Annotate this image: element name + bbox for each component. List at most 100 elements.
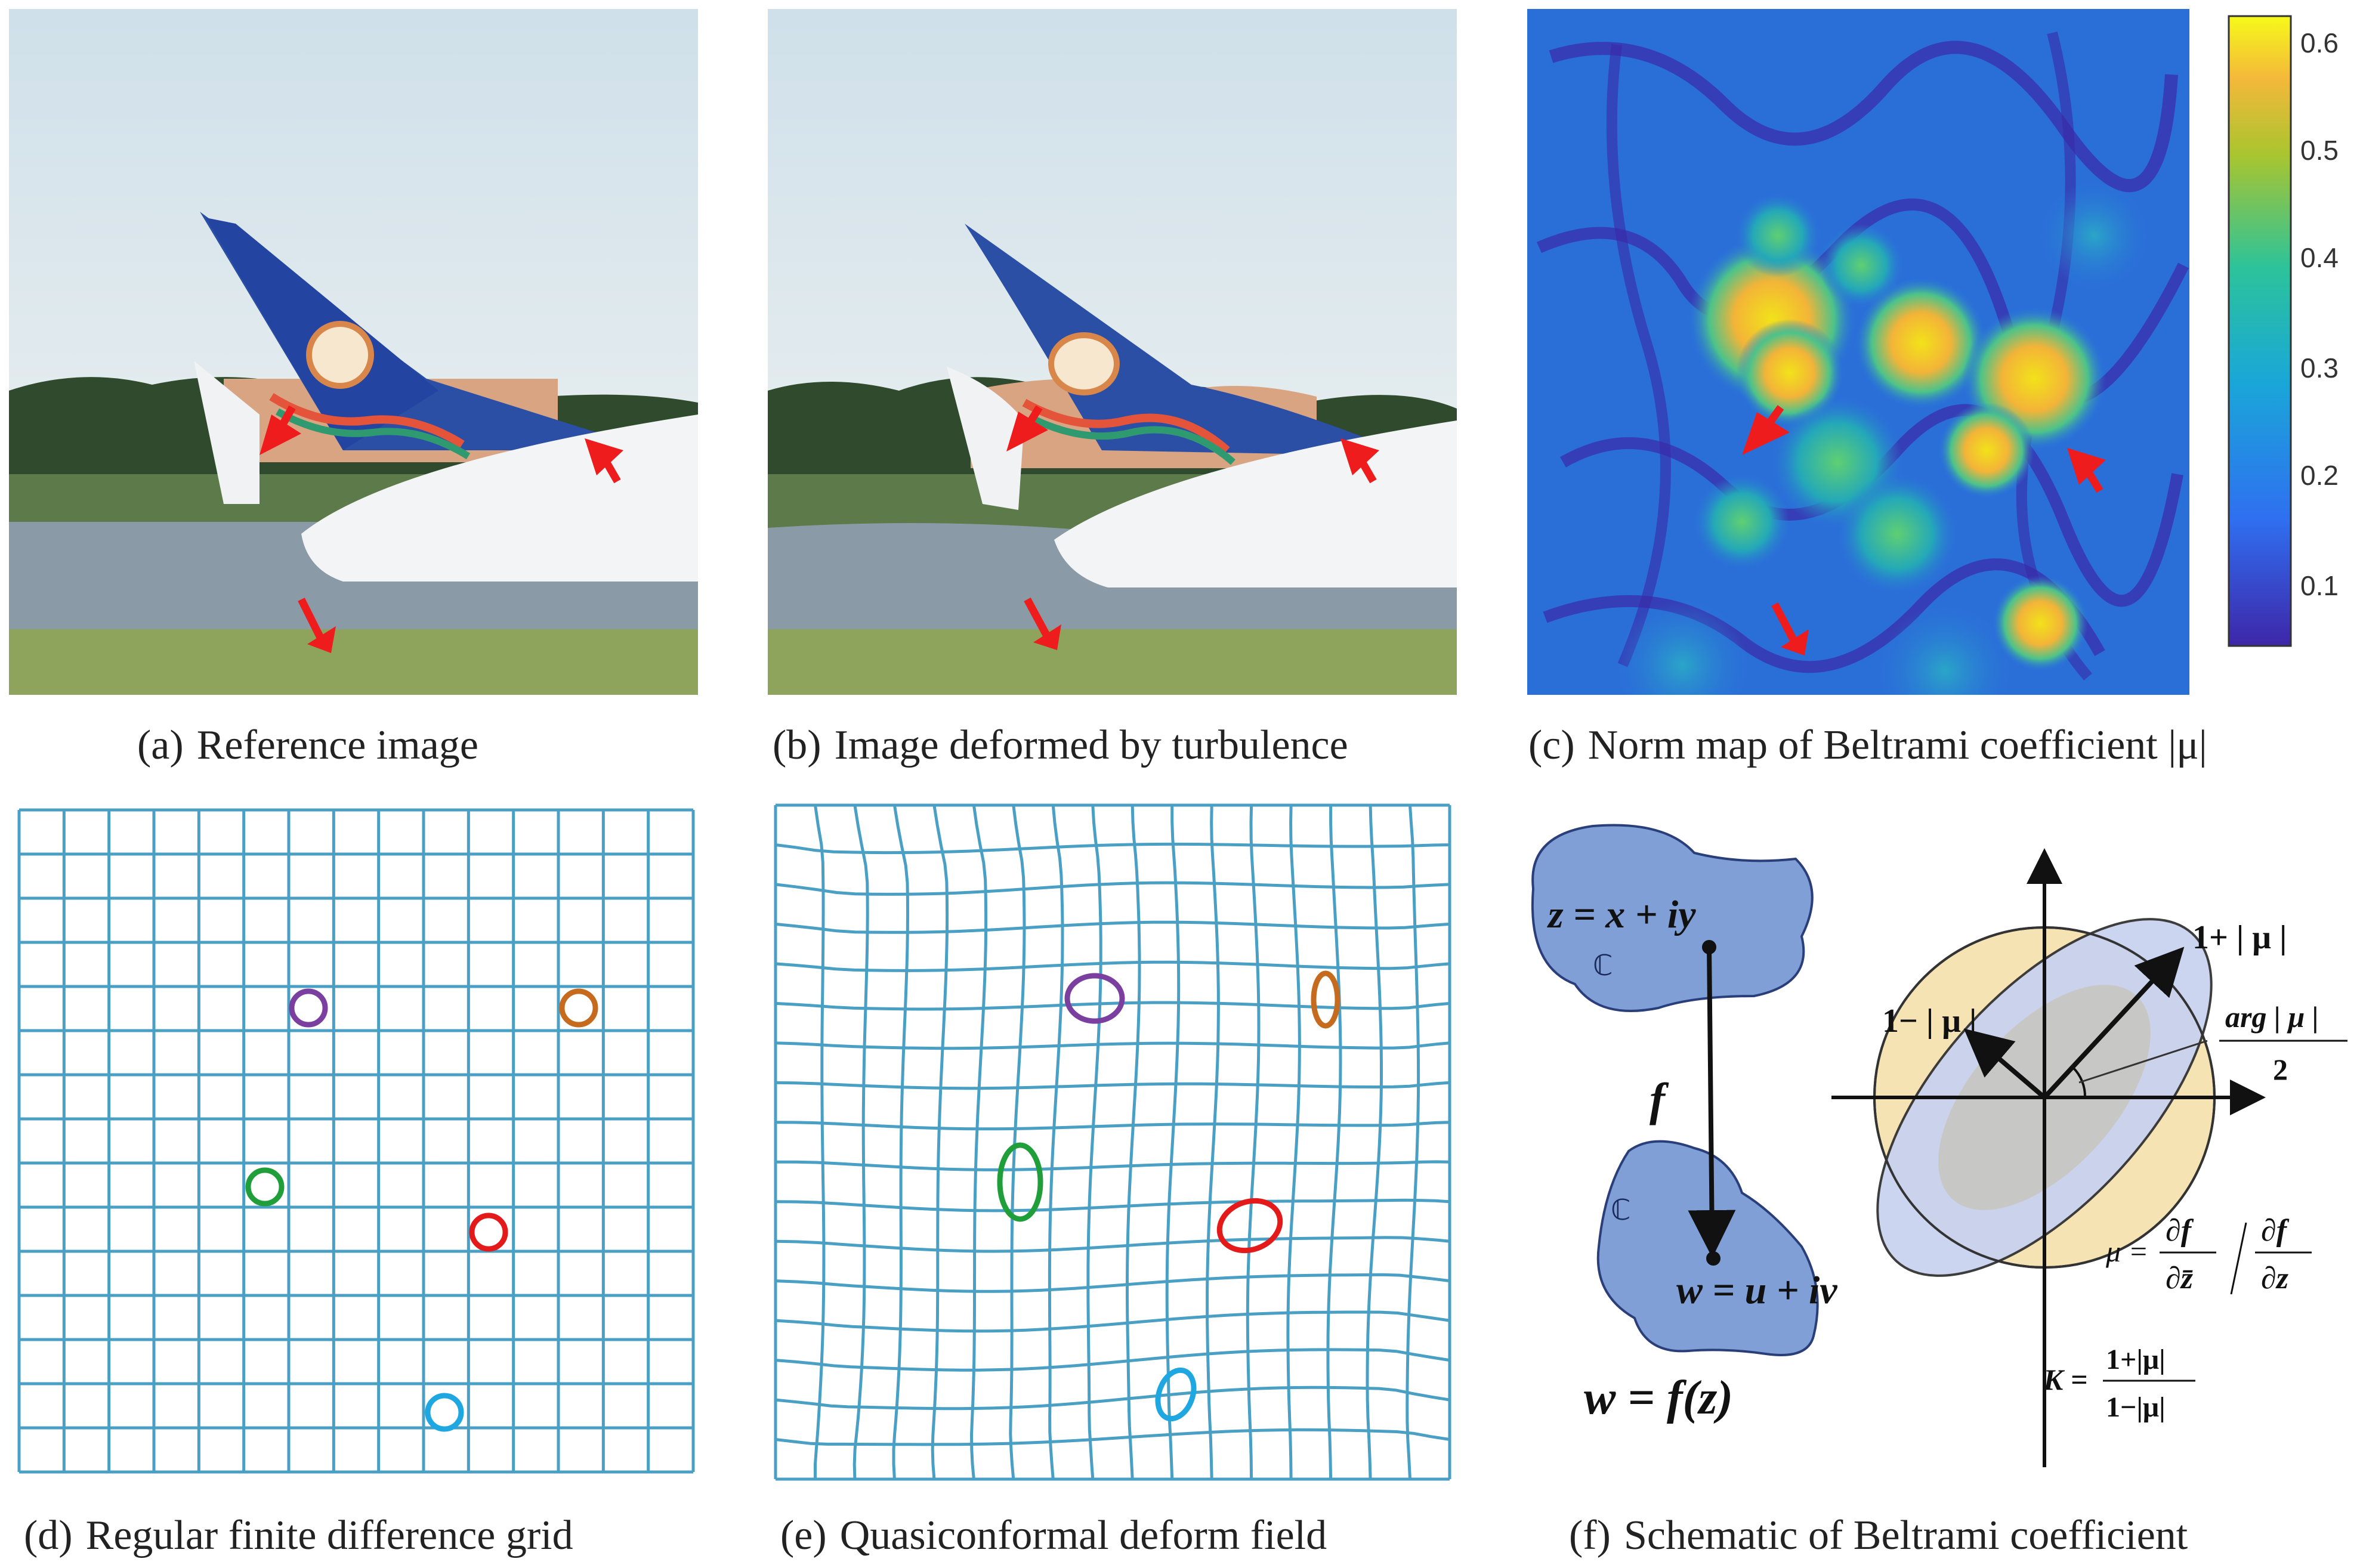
- panel-f-beltrami-schematic: z = x + iy ℂ ℂ w = u + iv f w = f(z) 1+ …: [1515, 817, 2362, 1467]
- deformed-grid-line-horizontal: [775, 1160, 1450, 1171]
- marker-ellipse-orange: [1311, 970, 1340, 1029]
- deformed-grid-line-vertical: [814, 805, 826, 1479]
- deformed-grid-line-horizontal: [775, 1081, 1450, 1090]
- k-formula-num: 1+|μ|: [2106, 1344, 2166, 1375]
- colorbar-tick-0.2: 0.2: [2300, 460, 2339, 491]
- marker-circle-green: [245, 1167, 285, 1207]
- deformed-grid-line-horizontal: [775, 1310, 1450, 1333]
- caption-b-label: (b): [773, 722, 821, 768]
- colorbar: [2228, 15, 2292, 647]
- deformed-grid-line-vertical: [1165, 805, 1181, 1480]
- marker-ellipse-cyan: [1155, 1367, 1197, 1422]
- deformed-grid-line-horizontal: [775, 1385, 1450, 1411]
- k-formula-den: 1−|μ|: [2106, 1391, 2166, 1423]
- deformed-grid-line-vertical: [1009, 805, 1026, 1480]
- arrow-marker: [307, 626, 336, 653]
- heatmap: [1527, 9, 2189, 695]
- arrow-marker: [260, 415, 301, 455]
- w-equation: w = u + iv: [1676, 1269, 1837, 1312]
- deformed-grid-line-horizontal: [775, 1041, 1450, 1050]
- caption-f-label: (f): [1569, 1513, 1611, 1558]
- panel-a-reference-image: [9, 9, 698, 695]
- deformed-grid-line-vertical: [1286, 805, 1301, 1480]
- deformed-grid-line-vertical: [1126, 805, 1141, 1480]
- marker-ellipse-purple: [1064, 973, 1125, 1024]
- deformed-grid-line-horizontal: [775, 920, 1450, 934]
- colorbar-tick-0.6: 0.6: [2300, 27, 2339, 58]
- k-formula-lhs: K =: [2043, 1363, 2087, 1396]
- caption-b: (b) Image deformed by turbulence: [773, 722, 1348, 769]
- angle-numerator: arg | μ |: [2225, 1000, 2319, 1034]
- deformed-grid-line-horizontal: [775, 881, 1450, 896]
- mu-formula-lhs: μ =: [2105, 1235, 2148, 1268]
- colorbar-tick-0.3: 0.3: [2300, 352, 2339, 384]
- deformed-photo: [768, 9, 1457, 695]
- panel-d-regular-grid: [13, 804, 699, 1478]
- deformed-grid-line-horizontal: [775, 1273, 1450, 1293]
- caption-f-text: Schematic of Beltrami coefficient: [1623, 1513, 2188, 1558]
- marker-circle-cyan: [425, 1393, 464, 1432]
- colorbar-tick-0.1: 0.1: [2300, 570, 2339, 601]
- deformed-grid-line-vertical: [1086, 805, 1102, 1480]
- arrow-marker: [585, 438, 623, 475]
- map-equation: w = f(z): [1584, 1372, 1733, 1424]
- major-axis-label: 1+ | μ |: [2192, 919, 2287, 956]
- caption-d-label: (d): [24, 1513, 73, 1558]
- deformed-grid-line-horizontal: [775, 1348, 1450, 1372]
- caption-a: (a)Reference image: [137, 722, 478, 769]
- caption-d-text: Regular finite difference grid: [85, 1513, 573, 1558]
- deformed-grid-line-vertical: [1326, 805, 1342, 1480]
- mu-formula-num1: ∂f: [2166, 1214, 2194, 1248]
- deformed-grid-line-horizontal: [775, 1236, 1450, 1253]
- panel-b-deformed-image: [768, 9, 1457, 695]
- caption-d: (d) Regular finite difference grid: [24, 1512, 573, 1560]
- z-domain-symbol: ℂ: [1593, 949, 1613, 982]
- minor-axis-label: 1− | μ |: [1882, 1003, 1976, 1040]
- w-domain-blob: [1596, 1140, 1819, 1356]
- marker-ellipse-red: [1216, 1198, 1283, 1254]
- mu-formula-num2: ∂f: [2261, 1214, 2290, 1248]
- marker-circle-red: [469, 1213, 508, 1252]
- colorbar-tick-0.4: 0.4: [2300, 242, 2339, 273]
- deformed-grid-line-vertical: [892, 805, 910, 1480]
- caption-e-label: (e): [780, 1513, 827, 1558]
- regular-grid: [17, 808, 695, 1474]
- deformed-grid-line-vertical: [969, 805, 988, 1480]
- z-domain-blob: [1531, 824, 1814, 1012]
- z-equation: z = x + iy: [1547, 893, 1696, 936]
- marker-circle-purple: [289, 988, 328, 1028]
- angle-denominator: 2: [2273, 1053, 2288, 1086]
- deformed-grid-line-horizontal: [775, 1198, 1450, 1213]
- panel-e-deform-field: [770, 799, 1456, 1485]
- w-domain-symbol: ℂ: [1611, 1193, 1631, 1227]
- caption-b-text: Image deformed by turbulence: [834, 722, 1348, 768]
- marker-circle-orange: [559, 988, 598, 1028]
- deformed-grid-line-vertical: [852, 805, 869, 1480]
- caption-c: (c) Norm map of Beltrami coefficient |μ|: [1528, 722, 2207, 769]
- deformed-grid-line-horizontal: [775, 842, 1450, 855]
- deformed-grid-line-horizontal: [775, 960, 1450, 972]
- deformed-grid-line-horizontal: [775, 1428, 1450, 1446]
- caption-a-text: Reference image: [196, 722, 478, 768]
- deformed-grid-line-vertical: [1246, 805, 1261, 1480]
- deformed-grid-line-vertical: [1366, 805, 1383, 1480]
- caption-e-text: Quasiconformal deform field: [839, 1513, 1327, 1558]
- colorbar-tick-0.5: 0.5: [2300, 135, 2339, 166]
- deformed-grid-line-horizontal: [775, 1121, 1450, 1131]
- deformed-grid-line-vertical: [1048, 805, 1064, 1480]
- map-label-f: f: [1650, 1074, 1669, 1125]
- caption-c-label: (c): [1528, 722, 1575, 768]
- deformed-grid-line-vertical: [1206, 805, 1220, 1480]
- marker-ellipse-green: [997, 1142, 1043, 1222]
- deformed-grid-line-vertical: [931, 805, 949, 1480]
- caption-f: (f) Schematic of Beltrami coefficient: [1569, 1512, 2188, 1560]
- deformed-grid-line-vertical: [1406, 805, 1420, 1480]
- deformed-grid-line-horizontal: [775, 1001, 1450, 1011]
- mu-formula-den2: ∂z: [2261, 1261, 2289, 1295]
- mu-formula-den1: ∂z̄: [2166, 1261, 2194, 1295]
- arrow-marker: [298, 598, 326, 643]
- schematic-diagram: z = x + iy ℂ ℂ w = u + iv f w = f(z) 1+ …: [1531, 824, 2347, 1467]
- reference-photo: [9, 9, 698, 695]
- caption-c-text: Norm map of Beltrami coefficient |μ|: [1587, 722, 2207, 768]
- panel-c-beltrami-norm-map: [1527, 9, 2189, 695]
